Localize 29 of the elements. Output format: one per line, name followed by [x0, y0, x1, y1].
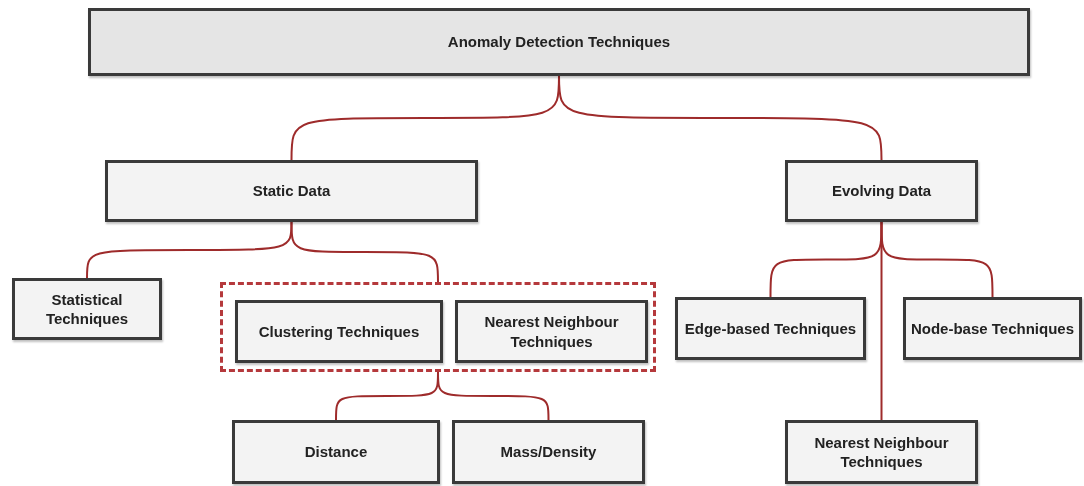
category-box	[235, 300, 443, 363]
box-label: Nearest Neighbour Techniques	[813, 432, 950, 472]
box-label: Node-base Techniques	[910, 318, 1075, 339]
category-box	[785, 420, 978, 484]
box-label: Evolving Data	[831, 181, 932, 201]
box-label: Distance	[304, 442, 368, 462]
connector	[880, 221, 994, 298]
box-label: Statistical Techniques	[44, 289, 130, 329]
category-box	[452, 420, 645, 484]
category-box	[675, 297, 866, 360]
box-label: Clustering Techniques	[258, 321, 420, 342]
box-label: Static Data	[252, 181, 331, 201]
box-label: Nearest Neighbour Techniques	[483, 312, 620, 351]
connector	[769, 221, 883, 298]
category-box	[455, 300, 648, 363]
connector	[290, 221, 439, 283]
dashed-group-box	[220, 282, 656, 372]
category-box	[105, 160, 478, 222]
category-box	[232, 420, 440, 484]
category-box	[785, 160, 978, 222]
box-label: Anomaly Detection Techniques	[447, 32, 671, 52]
category-box	[88, 8, 1030, 76]
box-label: Mass/Density	[500, 442, 597, 462]
connector	[437, 371, 550, 421]
connector	[558, 75, 883, 161]
category-box	[12, 278, 162, 340]
box-label: Edge-based Techniques	[684, 318, 857, 339]
category-box	[903, 297, 1082, 360]
connector	[86, 221, 293, 279]
